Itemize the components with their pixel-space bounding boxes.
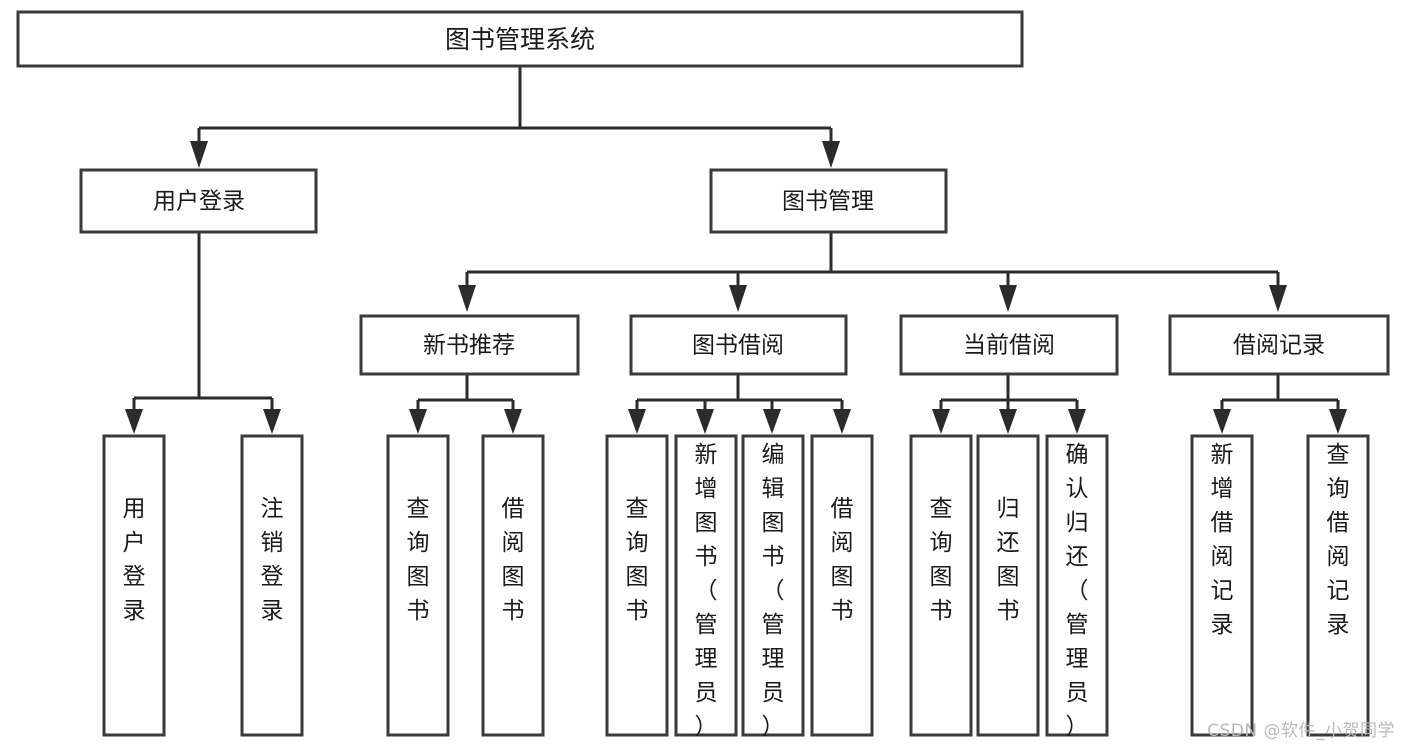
arrow-head-icon <box>628 409 646 434</box>
leaf-label-vertical: 查询图书 <box>407 496 430 624</box>
arrow-head-icon <box>504 409 522 434</box>
connector-userlogin-to-leaves <box>125 232 281 434</box>
leaf-node[interactable]: 新增图书（管理员） <box>674 434 738 740</box>
node-book-borrow[interactable]: 图书借阅 <box>629 314 848 376</box>
arrow-head-icon <box>1213 409 1231 434</box>
leaf-node[interactable]: 查询借阅记录 <box>1306 434 1370 737</box>
leaf-node[interactable]: 借阅图书 <box>481 434 545 737</box>
arrow-head-icon <box>696 409 714 434</box>
connector-borrow-to-leaves <box>628 374 851 434</box>
leaf-label-vertical: 确认归还（管理员） <box>1066 442 1089 740</box>
node-user-login-label: 用户登录 <box>153 189 245 215</box>
arrow-head-icon <box>458 285 476 312</box>
arrow-head-icon <box>125 409 143 434</box>
leaf-label-vertical: 注销登录 <box>261 496 284 624</box>
leaf-node[interactable]: 编辑图书（管理员） <box>741 434 805 740</box>
arrow-head-icon <box>932 409 950 434</box>
arrow-head-icon <box>263 409 281 434</box>
connector-newbook-to-leaves <box>409 374 522 434</box>
node-book-borrow-label: 图书借阅 <box>692 333 784 359</box>
arrow-head-icon <box>1068 409 1086 434</box>
leaf-node[interactable]: 用户登录 <box>102 434 166 737</box>
arrow-head-icon <box>1329 409 1347 434</box>
node-borrow-records-label: 借阅记录 <box>1233 333 1325 359</box>
leaf-label-vertical: 查询图书 <box>626 496 649 624</box>
node-user-login[interactable]: 用户登录 <box>79 168 318 234</box>
arrow-head-icon <box>999 285 1017 312</box>
connector-records-to-leaves <box>1213 374 1347 434</box>
node-root-book-management-system[interactable]: 图书管理系统 <box>16 10 1024 68</box>
node-book-management[interactable]: 图书管理 <box>709 168 948 234</box>
leaf-node[interactable]: 确认归还（管理员） <box>1045 434 1109 740</box>
arrow-head-icon <box>999 409 1017 434</box>
node-current-borrow-label: 当前借阅 <box>963 333 1055 359</box>
arrow-head-icon <box>763 409 781 434</box>
leaf-label-vertical: 借阅图书 <box>502 496 525 624</box>
leaf-node[interactable]: 查询图书 <box>386 434 450 737</box>
leaf-node[interactable]: 借阅图书 <box>810 434 874 737</box>
leaf-label-vertical: 借阅图书 <box>831 496 854 624</box>
leaf-label-vertical: 查询借阅记录 <box>1327 442 1350 638</box>
node-borrow-records[interactable]: 借阅记录 <box>1168 314 1390 376</box>
leaf-label-vertical: 用户登录 <box>123 496 146 624</box>
arrow-head-icon <box>190 141 208 168</box>
leaf-node[interactable]: 归还图书 <box>976 434 1040 737</box>
arrow-head-icon <box>833 409 851 434</box>
arrow-head-icon <box>822 141 840 168</box>
node-current-borrow[interactable]: 当前借阅 <box>899 314 1119 376</box>
leaf-node[interactable]: 查询图书 <box>909 434 973 737</box>
leaf-node[interactable]: 新增借阅记录 <box>1190 434 1254 737</box>
arrow-head-icon <box>1269 285 1287 312</box>
connector-root-to-level2 <box>190 66 840 168</box>
node-root-label: 图书管理系统 <box>445 25 595 54</box>
node-new-book-recommend-label: 新书推荐 <box>423 333 515 359</box>
connector-current-to-leaves <box>932 374 1086 434</box>
node-book-management-label: 图书管理 <box>782 189 874 215</box>
connector-books-to-level3 <box>458 232 1287 312</box>
leaf-label-vertical: 新增图书（管理员） <box>695 442 718 740</box>
leaf-label-vertical: 归还图书 <box>997 496 1020 624</box>
csdn-watermark: CSDN @软件_小贺同学 <box>1207 721 1395 741</box>
leaf-node[interactable]: 查询图书 <box>605 434 669 737</box>
leaf-label-vertical: 编辑图书（管理员） <box>762 442 785 740</box>
node-new-book-recommend[interactable]: 新书推荐 <box>359 314 580 376</box>
arrow-head-icon <box>729 285 747 312</box>
leaf-label-vertical: 查询图书 <box>930 496 953 624</box>
leaf-node[interactable]: 注销登录 <box>240 434 304 737</box>
arrow-head-icon <box>409 409 427 434</box>
leaf-label-vertical: 新增借阅记录 <box>1211 442 1234 638</box>
